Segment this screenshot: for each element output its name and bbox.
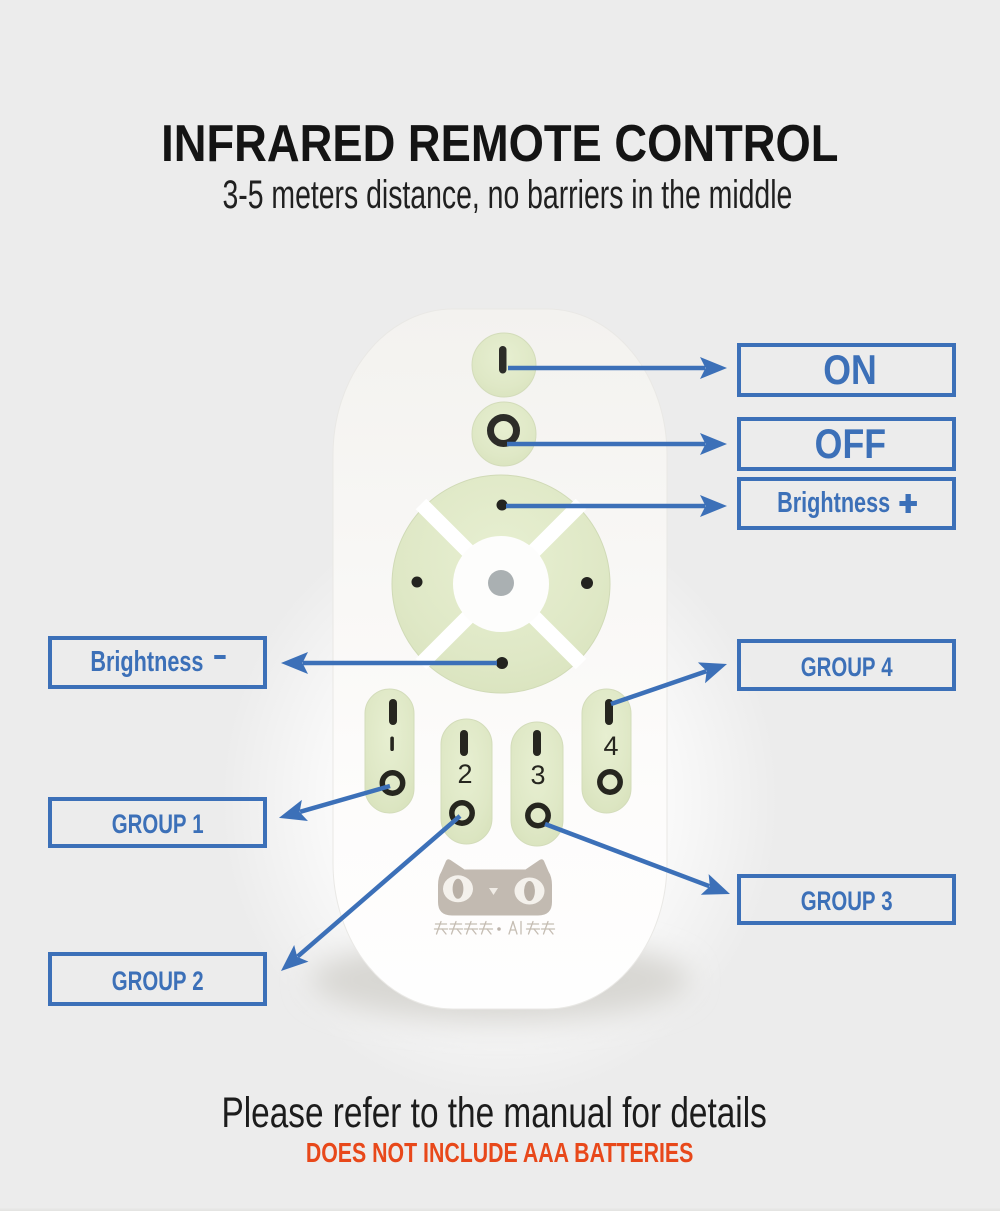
svg-text:2: 2 <box>457 759 472 789</box>
svg-text:3: 3 <box>530 760 545 790</box>
svg-text:4: 4 <box>603 731 618 761</box>
